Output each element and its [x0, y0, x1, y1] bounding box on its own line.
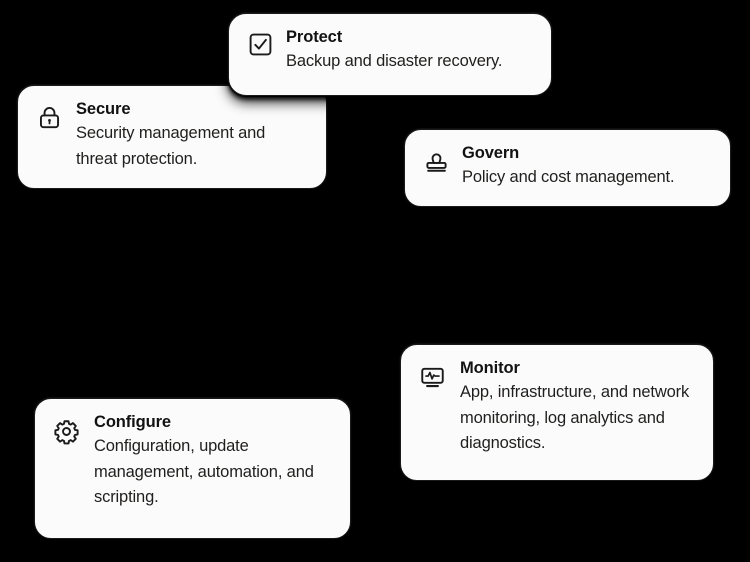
- monitor-pulse-icon: [417, 362, 447, 392]
- card-secure-description: Security management and threat protectio…: [76, 123, 266, 168]
- card-monitor-title: Monitor: [460, 359, 520, 377]
- card-govern-title: Govern: [462, 144, 520, 162]
- checkbox-check-icon: [245, 29, 275, 59]
- lock-icon: [34, 102, 64, 132]
- card-secure-title: Secure: [76, 100, 131, 118]
- card-monitor-text: Monitor App, infrastructure, and network…: [460, 358, 697, 457]
- stamp-icon: [421, 147, 451, 177]
- card-govern-description: Policy and cost management.: [462, 167, 675, 186]
- card-govern-text: Govern Policy and cost management.: [462, 143, 714, 191]
- card-protect[interactable]: Protect Backup and disaster recovery.: [228, 13, 552, 96]
- card-secure[interactable]: Secure Security management and threat pr…: [17, 85, 327, 189]
- gear-icon: [51, 416, 81, 446]
- card-configure-title: Configure: [94, 413, 172, 431]
- card-govern[interactable]: Govern Policy and cost management.: [404, 129, 731, 207]
- card-secure-text: Secure Security management and threat pr…: [76, 99, 310, 172]
- card-protect-title: Protect: [286, 28, 343, 46]
- card-protect-description: Backup and disaster recovery.: [286, 51, 503, 70]
- card-configure-text: Configure Configuration, update manageme…: [94, 412, 334, 511]
- card-monitor-description: App, infrastructure, and network monitor…: [460, 382, 690, 453]
- card-protect-text: Protect Backup and disaster recovery.: [286, 27, 535, 75]
- card-configure[interactable]: Configure Configuration, update manageme…: [34, 398, 351, 539]
- card-configure-description: Configuration, update management, automa…: [94, 436, 314, 507]
- card-monitor[interactable]: Monitor App, infrastructure, and network…: [400, 344, 714, 481]
